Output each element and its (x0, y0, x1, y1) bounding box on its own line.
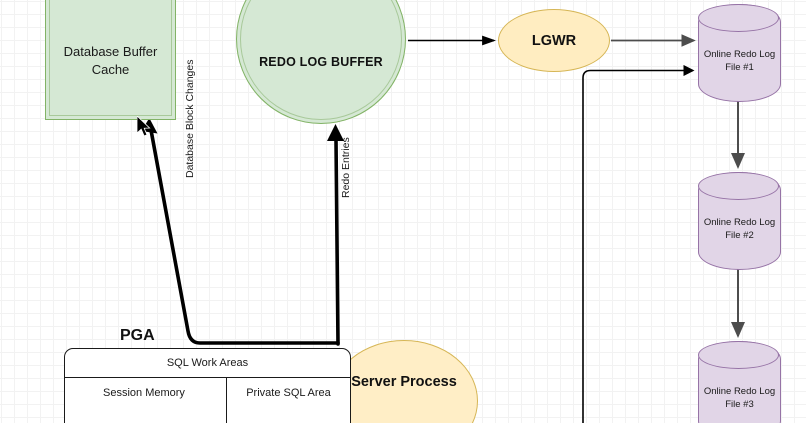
node-lgwr[interactable]: LGWR (498, 9, 610, 72)
node-database-buffer-cache[interactable]: Database Buffer Cache (45, 0, 176, 120)
edge-serverprocess-to-orl1 (582, 64, 695, 423)
node-label-server-process: Server Process (351, 374, 457, 390)
node-redo-log-buffer[interactable]: REDO LOG BUFFER (236, 0, 406, 124)
node-online-redo-log-file-3[interactable]: Online Redo Log File #3 (698, 341, 781, 423)
node-label-database-buffer-cache: Database Buffer Cache (63, 44, 158, 77)
node-online-redo-log-file-2[interactable]: Online Redo Log File #2 (698, 172, 781, 270)
node-label-redo-log-buffer: REDO LOG BUFFER (259, 55, 383, 69)
pga-table-cell-session-memory: Session Memory (65, 378, 227, 423)
edge-label-database-block-changes: Database Block Changes (184, 59, 196, 179)
node-server-process[interactable]: Server Process (330, 340, 478, 423)
node-label-lgwr: LGWR (531, 32, 577, 49)
pga-table-cell-session-memory-label: Session Memory (103, 387, 185, 399)
node-online-redo-log-file-1[interactable]: Online Redo Log File #1 (698, 4, 781, 102)
node-label-online-redo-log-file-2: Online Redo Log File #2 (703, 217, 776, 241)
edge-serverprocess-to-redologbuffer (334, 138, 340, 346)
pga-table-header-label: SQL Work Areas (166, 357, 249, 369)
pga-table-header: SQL Work Areas (65, 349, 350, 378)
pga-table-cell-private-sql-area: Private SQL Area (227, 378, 350, 423)
mouse-pointer-icon (137, 116, 151, 137)
node-label-online-redo-log-file-1: Online Redo Log File #1 (703, 49, 776, 73)
pga-label: PGA (120, 327, 155, 344)
edge-label-redo-entries: Redo Entries (340, 137, 352, 198)
pga-table-row: Session Memory Private SQL Area (65, 378, 350, 423)
cylinder-cap-2 (698, 172, 779, 200)
cylinder-cap-1 (698, 4, 779, 32)
node-label-online-redo-log-file-3: Online Redo Log File #3 (703, 386, 776, 410)
pga-table-cell-private-sql-area-label: Private SQL Area (246, 387, 331, 399)
pga-table[interactable]: SQL Work Areas Session Memory Private SQ… (64, 348, 351, 423)
cylinder-cap-3 (698, 341, 779, 369)
edge-serverprocess-to-dbbuffercache (149, 128, 340, 345)
